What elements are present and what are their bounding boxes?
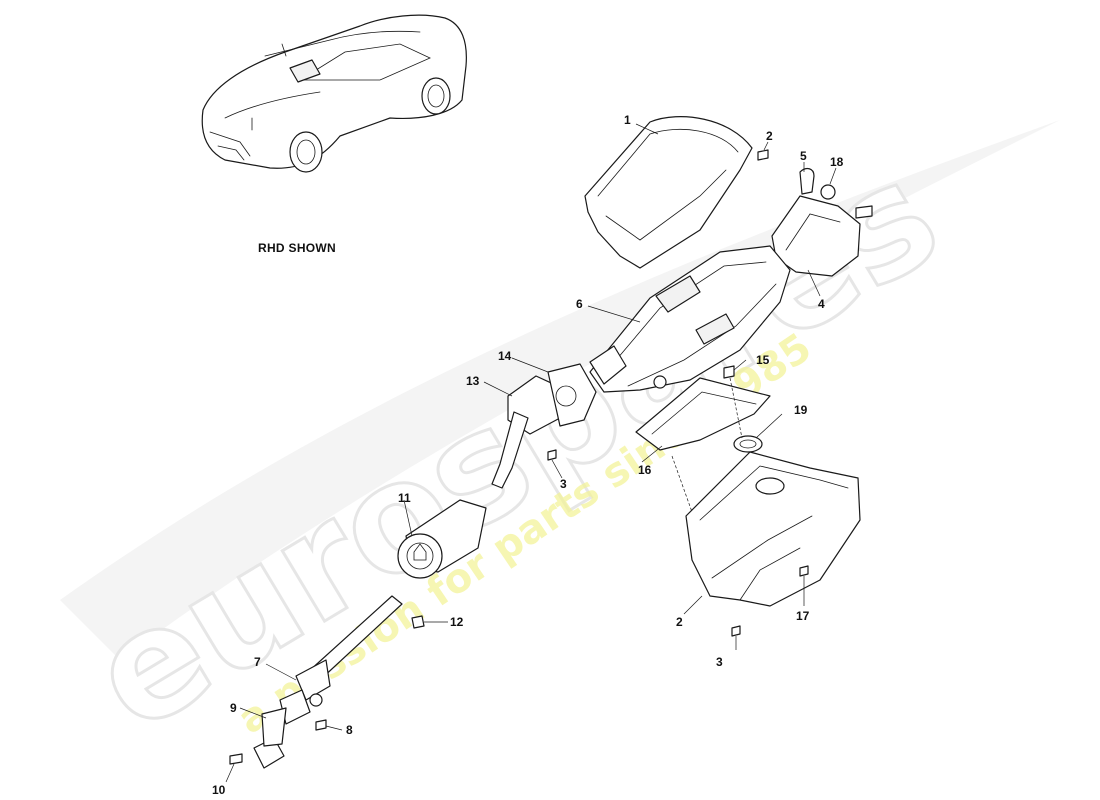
lower-joint-icon: [253, 707, 287, 769]
callout-8: 8: [346, 723, 353, 737]
bracket-icon: [771, 167, 873, 277]
callout-16: 16: [638, 463, 652, 477]
callout-2-top: 2: [766, 129, 773, 143]
callout-13: 13: [466, 374, 480, 388]
intermediate-shaft-icon: [279, 595, 403, 725]
rhd-shown-note: RHD SHOWN: [258, 241, 336, 255]
steering-column-icon: [589, 245, 791, 393]
watermark: eurospares a passion for parts since 198…: [60, 120, 1060, 767]
callout-14: 14: [498, 349, 512, 363]
callout-6: 6: [576, 297, 583, 311]
ring-icon: [733, 435, 763, 453]
callout-17: 17: [796, 609, 810, 623]
callout-7: 7: [254, 655, 261, 669]
callout-3-bottom: 3: [716, 655, 723, 669]
car-outline-icon: [201, 14, 467, 173]
callout-3-mid: 3: [560, 477, 567, 491]
callout-1: 1: [624, 113, 631, 127]
lower-plate-icon: [635, 377, 771, 451]
lower-shroud-icon: [685, 451, 861, 607]
callouts: 1 2 5 18 4 6 14 13 15 19 16 3 11 12 7 9 …: [212, 113, 844, 797]
callout-12: 12: [450, 615, 464, 629]
leader-lines: [225, 123, 837, 783]
callout-10: 10: [212, 783, 226, 797]
callout-11: 11: [398, 491, 411, 505]
callout-4: 4: [818, 297, 825, 311]
callout-15: 15: [756, 353, 770, 367]
bolt-icon: [229, 365, 809, 765]
watermark-swoosh: [60, 120, 1060, 660]
callout-18: 18: [830, 155, 844, 169]
callout-5: 5: [800, 149, 807, 163]
callout-19: 19: [794, 403, 808, 417]
callout-2-bottom: 2: [676, 615, 683, 629]
column-cover-icon: [584, 116, 753, 269]
lock-housing-icon: [491, 363, 597, 489]
callout-9: 9: [230, 701, 237, 715]
screw-icon: [757, 149, 769, 161]
ignition-switch-icon: [397, 499, 487, 579]
